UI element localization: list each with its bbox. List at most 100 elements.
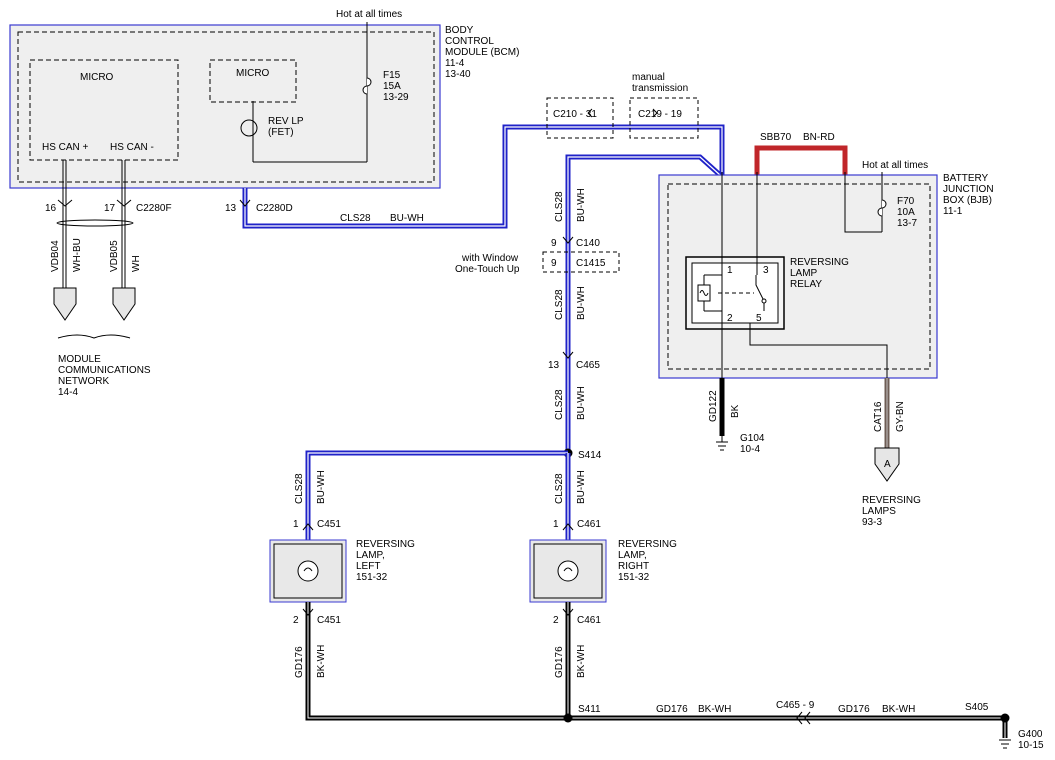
right-bulb-filament: [563, 567, 573, 572]
gybn-label: GY-BN: [895, 401, 906, 432]
rev-lp-line1: REV LP: [268, 116, 304, 127]
c140-connector: [562, 236, 574, 244]
gd176-left-wire-stripe: [307, 602, 568, 719]
left-lamp-line1: REVERSING: [356, 539, 415, 550]
relay-label-line1: REVERSING: [790, 257, 849, 268]
bcm-fuse-line1: F15: [383, 70, 401, 81]
network-line4: 14-4: [58, 387, 78, 398]
bjb-fuse-line1: F70: [897, 196, 915, 207]
c2280f-pin17-connector: [116, 199, 132, 207]
relay-pin1: 1: [727, 265, 733, 276]
vdb04-color-label: WH-BU: [72, 238, 83, 272]
left-bulb-filament: [303, 567, 313, 572]
bjb-title-line3: BOX (BJB): [943, 195, 992, 206]
bcm-micro1-label: MICRO: [80, 72, 114, 83]
g104-label: G104: [740, 433, 765, 444]
riser-cls28-label-a: CLS28: [554, 191, 565, 222]
cls28-label: CLS28: [340, 213, 371, 224]
fet-symbol: [240, 119, 258, 137]
bcm-title-line3: MODULE (BCM): [445, 47, 519, 58]
vdb05-color-label: WH: [131, 255, 142, 272]
network-line2: COMMUNICATIONS: [58, 365, 151, 376]
riser-cls28-label-c: CLS28: [554, 389, 565, 420]
network-line3: NETWORK: [58, 376, 109, 387]
right-lamp-line4: 151-32: [618, 572, 650, 583]
gd176-bus-wire-stripe: [568, 717, 1006, 738]
bus-bkwh-label-b: BK-WH: [882, 704, 915, 715]
left-buwh-label: BU-WH: [316, 470, 327, 504]
buwh-label: BU-WH: [390, 213, 424, 224]
left-lamp-branch: CLS28 BU-WH 1 C451 REVERSING LAMP, LEFT …: [269, 450, 568, 721]
sbb70-label: SBB70: [760, 132, 792, 143]
bcm-title-line1: BODY: [445, 25, 474, 36]
bcm-title-line4: 11-4: [445, 58, 465, 69]
network-line1: MODULE: [58, 354, 101, 365]
vdb04-circuit-label: VDB04: [50, 240, 61, 272]
left-conn-top: C451: [317, 519, 341, 530]
reversing-lamps-output: CAT16 GY-BN A REVERSING LAMPS 93-3: [862, 378, 921, 528]
bcm-micro1-box: [29, 59, 179, 161]
c1415-label: C1415: [576, 258, 606, 269]
bcm-title-line2: CONTROL: [445, 36, 494, 47]
gd176-left-wire: [305, 602, 568, 721]
c1415-box: [542, 251, 620, 273]
c140-pin-label: 9: [551, 238, 557, 249]
bcm-inner-border: [17, 31, 435, 183]
c210-box: [546, 97, 614, 139]
ground-bus: S411 GD176 BK-WH C465 - 9 GD176 BK-WH S4…: [563, 700, 1044, 751]
c461-top-connector: [562, 523, 574, 531]
g400-label: G400: [1018, 729, 1043, 740]
right-lamp-branch: CLS28 BU-WH 1 C461 REVERSING LAMP, RIGHT…: [529, 453, 677, 718]
right-bkwh-label: BK-WH: [576, 645, 587, 678]
s405-label: S405: [965, 702, 989, 713]
bcm-title-line5: 13-40: [445, 69, 471, 80]
g104-ground-icon: [716, 441, 728, 451]
reversing-lamps-connector-label: A: [884, 459, 891, 470]
hs-can-minus-label: HS CAN -: [110, 142, 154, 153]
g400-ground-icon: [999, 739, 1011, 749]
c2280d-connector: [239, 199, 251, 207]
left-pin-top: 1: [293, 519, 299, 530]
gd122-label: GD122: [708, 390, 719, 422]
bcm-outline: [9, 24, 441, 189]
gd122-color-label: BK: [730, 404, 741, 418]
cls28-left-wire-stripe: [307, 452, 568, 540]
c2280f-label: C2280F: [136, 203, 172, 214]
bus-bkwh-label-a: BK-WH: [698, 704, 731, 715]
right-gd176-label: GD176: [554, 646, 565, 678]
right-conn-bot: C461: [577, 615, 601, 626]
fuse-f15-icon: [362, 77, 372, 95]
manual-line1: manual: [632, 72, 665, 83]
cat16-label: CAT16: [873, 401, 884, 432]
bus-gd176-label-a: GD176: [656, 704, 688, 715]
network-brace: [57, 334, 131, 339]
left-bkwh-label: BK-WH: [316, 645, 327, 678]
bcm-fuse-line2: 15A: [383, 81, 401, 92]
bjb-outline: [658, 174, 938, 379]
left-lamp-line3: LEFT: [356, 561, 380, 572]
reversing-lamps-line3: 93-3: [862, 517, 882, 528]
s414-label: S414: [578, 450, 602, 461]
reversing-lamps-line1: REVERSING: [862, 495, 921, 506]
c451-bot-connector: [302, 608, 314, 616]
inline-connector-arrows: [587, 108, 658, 118]
right-cls28-label: CLS28: [554, 473, 565, 504]
left-bulb-icon: [297, 560, 319, 582]
vdb05-circuit-label: VDB05: [109, 240, 120, 272]
s411-splice: [563, 713, 573, 723]
c461-bot-connector: [562, 608, 574, 616]
g400-ref-label: 10-15: [1018, 740, 1044, 751]
s405-splice: [1000, 713, 1010, 723]
cls28-bcm-wiring: 13 C2280D CLS28 BU-WH C210 - 31 C219 - 1…: [225, 72, 725, 229]
twisted-pair-symbol: [56, 219, 134, 227]
relay-switch-icon: [755, 275, 765, 311]
can-network-wiring: 16 17 C2280F VDB04 WH-BU VDB05 WH MODULE…: [45, 160, 172, 398]
bjb-title-line1: BATTERY: [943, 173, 989, 184]
relay-pin3: 3: [763, 265, 769, 276]
relay-pin2: 2: [727, 313, 733, 324]
bcm-micro2-label: MICRO: [236, 68, 270, 79]
pin17-label: 17: [104, 203, 116, 214]
riser-buwh-label-b: BU-WH: [576, 286, 587, 320]
bcm-fuse-line3: 13-29: [383, 92, 409, 103]
